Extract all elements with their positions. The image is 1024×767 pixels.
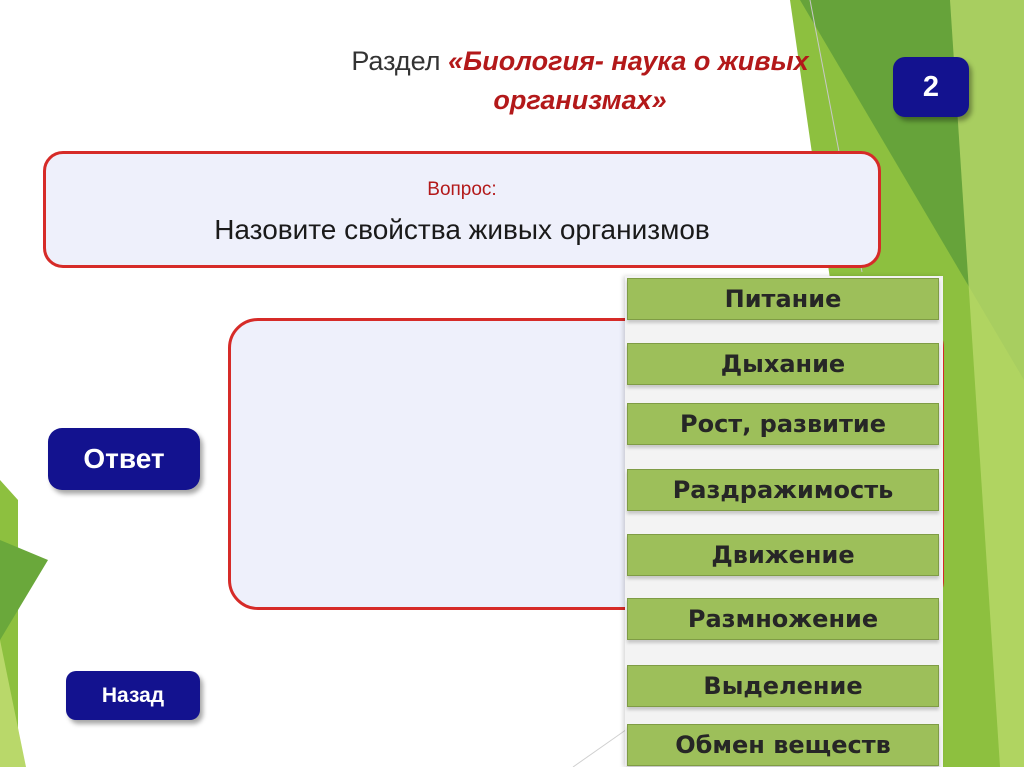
section-prefix: Раздел <box>351 46 449 76</box>
answer-button[interactable]: Ответ <box>48 428 200 490</box>
section-title: Раздел «Биология- наука о живых организм… <box>270 42 890 120</box>
question-text: Назовите свойства живых организмов <box>214 214 710 245</box>
section-name: «Биология- наука о живых организмах» <box>448 46 809 115</box>
question-number-badge: 2 <box>893 57 969 117</box>
question-box: Вопрос: Назовите свойства живых организм… <box>43 151 881 268</box>
answer-item-growth: Рост, развитие <box>627 403 939 445</box>
answer-item-respiration: Дыхание <box>627 343 939 385</box>
answer-item-metabolism: Обмен веществ <box>627 724 939 766</box>
answer-list: Питание Дыхание Рост, развитие Раздражим… <box>625 276 943 767</box>
answer-item-irritability: Раздражимость <box>627 469 939 511</box>
question-label: Вопрос: <box>427 179 497 200</box>
answer-item-movement: Движение <box>627 534 939 576</box>
answer-item-excretion: Выделение <box>627 665 939 707</box>
back-button[interactable]: Назад <box>66 671 200 720</box>
answer-item-reproduction: Размножение <box>627 598 939 640</box>
answer-item-nutrition: Питание <box>627 278 939 320</box>
